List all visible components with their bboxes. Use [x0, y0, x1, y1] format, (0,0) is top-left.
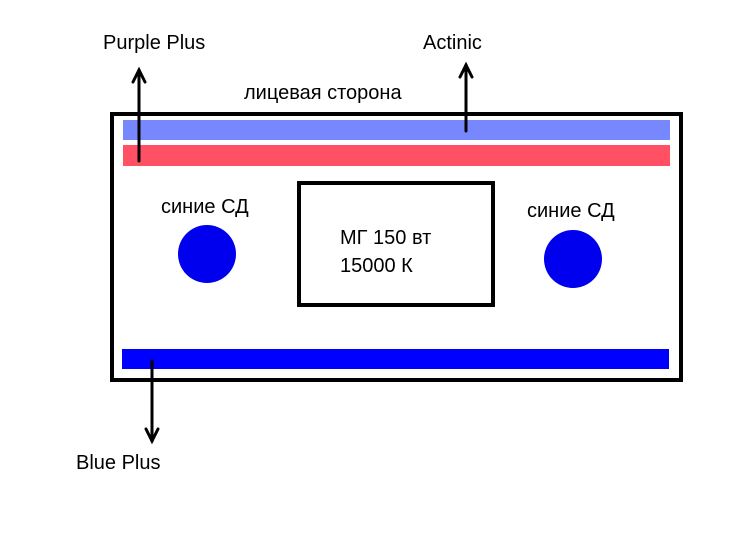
left-led-label: синие СД — [161, 196, 249, 218]
left-blue-led — [178, 225, 236, 283]
front-side-title: лицевая сторона — [244, 82, 402, 104]
actinic-arrow — [458, 61, 474, 133]
purple-plus-arrow — [131, 66, 147, 163]
blue-plus-label: Blue Plus — [76, 452, 161, 474]
lamp-temperature-label: 15000 К — [340, 255, 413, 277]
blue-plus-arrow — [144, 359, 160, 445]
right-led-label: синие СД — [527, 200, 615, 222]
blue-plus-strip — [122, 349, 669, 369]
purple-plus-label: Purple Plus — [103, 32, 206, 54]
fixture-frame — [110, 112, 683, 382]
metal-halide-lamp-box — [297, 181, 495, 307]
actinic-label: Actinic — [423, 32, 482, 54]
purple-plus-strip — [123, 145, 670, 166]
lamp-power-label: МГ 150 вт — [340, 227, 432, 249]
actinic-strip — [123, 120, 670, 140]
right-blue-led — [544, 230, 602, 288]
